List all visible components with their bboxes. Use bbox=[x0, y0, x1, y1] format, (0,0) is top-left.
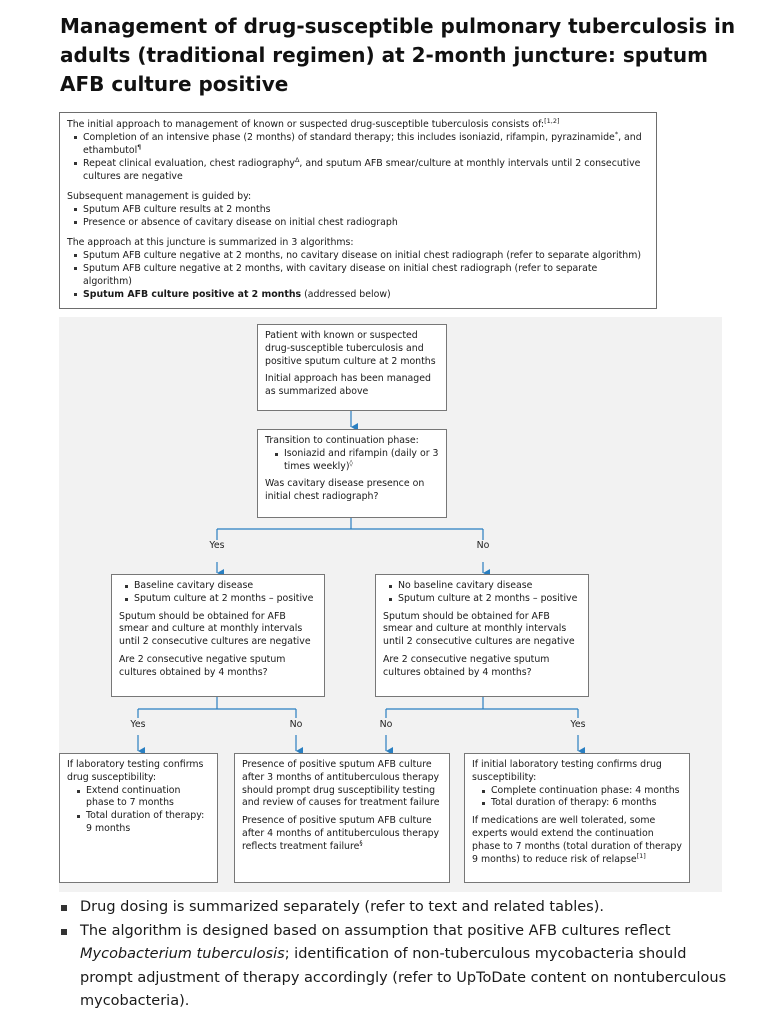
no-cavitary-node: No baseline cavitary disease Sputum cult… bbox=[375, 574, 589, 697]
flowchart-connectors bbox=[137, 411, 585, 755]
footnote-item: The algorithm is designed based on assum… bbox=[60, 920, 740, 1014]
left-yes-label: Yes bbox=[130, 719, 146, 730]
intro-lead: The initial approach to management of kn… bbox=[67, 117, 560, 130]
left-no-label: No bbox=[289, 719, 303, 730]
outcome-extend-node: If laboratory testing confirms drug susc… bbox=[59, 753, 218, 883]
footnotes: Drug dosing is summarized separately (re… bbox=[60, 896, 740, 1014]
list-item: Sputum AFB culture negative at 2 months,… bbox=[67, 249, 649, 262]
list-item: Completion of an intensive phase (2 mont… bbox=[67, 131, 649, 157]
list-item: Presence or absence of cavitary disease … bbox=[67, 216, 649, 229]
yes-label: Yes bbox=[209, 540, 225, 551]
right-no-label: No bbox=[379, 719, 393, 730]
list-item: Sputum AFB culture negative at 2 months,… bbox=[67, 262, 649, 288]
guided-list: Sputum AFB culture results at 2 months P… bbox=[67, 203, 649, 229]
list-item: Sputum AFB culture results at 2 months bbox=[67, 203, 649, 216]
transition-node: Transition to continuation phase: Isonia… bbox=[257, 429, 447, 518]
guided-lead: Subsequent management is guided by: bbox=[67, 191, 252, 202]
no-label: No bbox=[476, 540, 490, 551]
initial-approach-list: Completion of an intensive phase (2 mont… bbox=[67, 131, 649, 183]
page-title: Management of drug-susceptible pulmonary… bbox=[60, 14, 736, 96]
algorithms-list: Sputum AFB culture negative at 2 months,… bbox=[67, 249, 649, 301]
right-yes-label: Yes bbox=[570, 719, 586, 730]
cavitary-node: Baseline cavitary disease Sputum culture… bbox=[111, 574, 325, 697]
outcome-failure-node: Presence of positive sputum AFB culture … bbox=[234, 753, 450, 883]
algorithms-lead: The approach at this juncture is summari… bbox=[67, 237, 354, 248]
flowchart: Patient with known or suspected drug-sus… bbox=[59, 317, 722, 892]
list-item: Repeat clinical evaluation, chest radiog… bbox=[67, 157, 649, 183]
intro-box: The initial approach to management of kn… bbox=[59, 112, 657, 309]
footnote-item: Drug dosing is summarized separately (re… bbox=[60, 896, 740, 920]
list-item: Sputum AFB culture positive at 2 months … bbox=[67, 288, 649, 301]
outcome-complete-node: If initial laboratory testing confirms d… bbox=[464, 753, 690, 883]
start-node: Patient with known or suspected drug-sus… bbox=[257, 324, 447, 411]
